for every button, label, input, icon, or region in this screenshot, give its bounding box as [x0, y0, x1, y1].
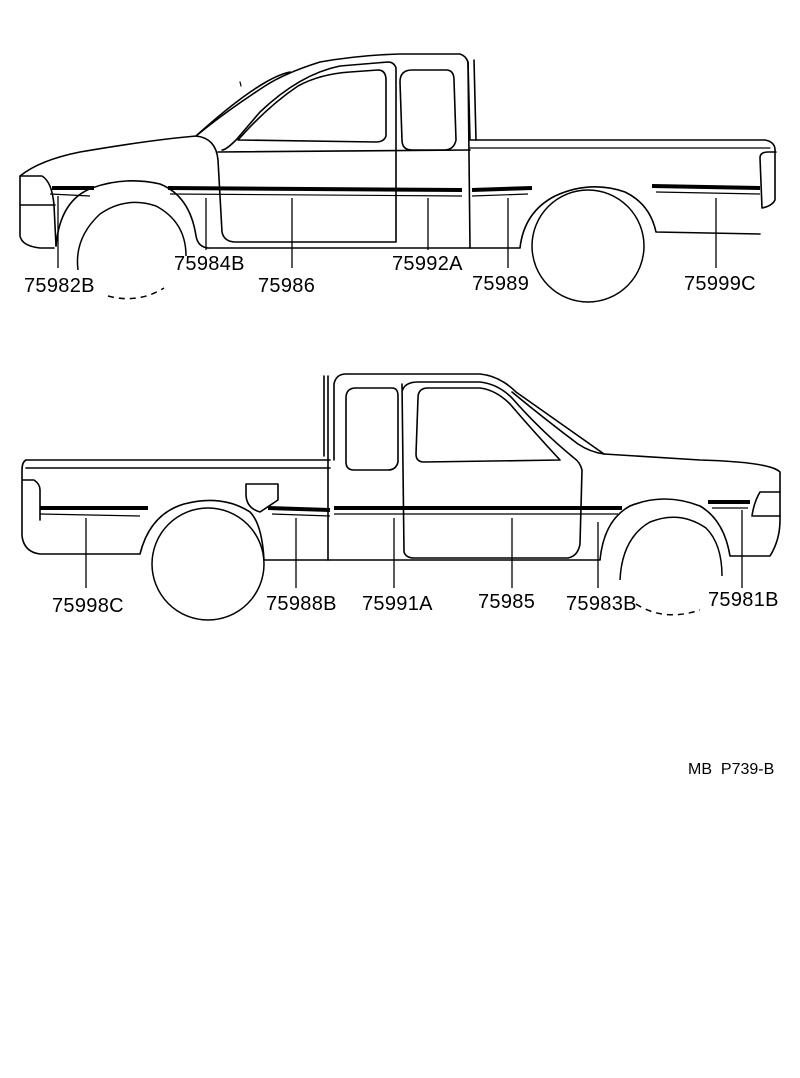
top-front-wheel [76, 201, 187, 271]
label-75999c: 75999C [684, 273, 756, 295]
label-75983b: 75983B [566, 593, 637, 615]
top-rear-wheel [531, 189, 645, 303]
bottom-cab-rear-molding [267, 506, 331, 512]
bottom-truck-illustration [21, 373, 781, 621]
label-75988b: 75988B [266, 593, 337, 615]
reference-code: MB P739-B [688, 761, 774, 778]
top-cab-rear-molding [471, 186, 533, 192]
label-75989: 75989 [472, 273, 529, 295]
bottom-truck-body-outline [21, 453, 781, 561]
bottom-rear-wheel [151, 507, 265, 621]
label-75991a: 75991A [362, 593, 433, 615]
label-75984b: 75984B [174, 253, 245, 275]
label-75982b: 75982B [24, 275, 95, 297]
bottom-front-wheel [619, 516, 723, 581]
top-front-door-molding [167, 186, 463, 192]
label-75981b: 75981B [708, 589, 779, 611]
label-75992a: 75992A [392, 253, 463, 275]
label-75985: 75985 [478, 591, 535, 613]
label-75986: 75986 [258, 275, 315, 297]
label-75998c: 75998C [52, 595, 124, 617]
top-truck-illustration [19, 53, 777, 303]
top-bed-molding [651, 184, 761, 190]
top-truck-body-outline [19, 53, 777, 249]
